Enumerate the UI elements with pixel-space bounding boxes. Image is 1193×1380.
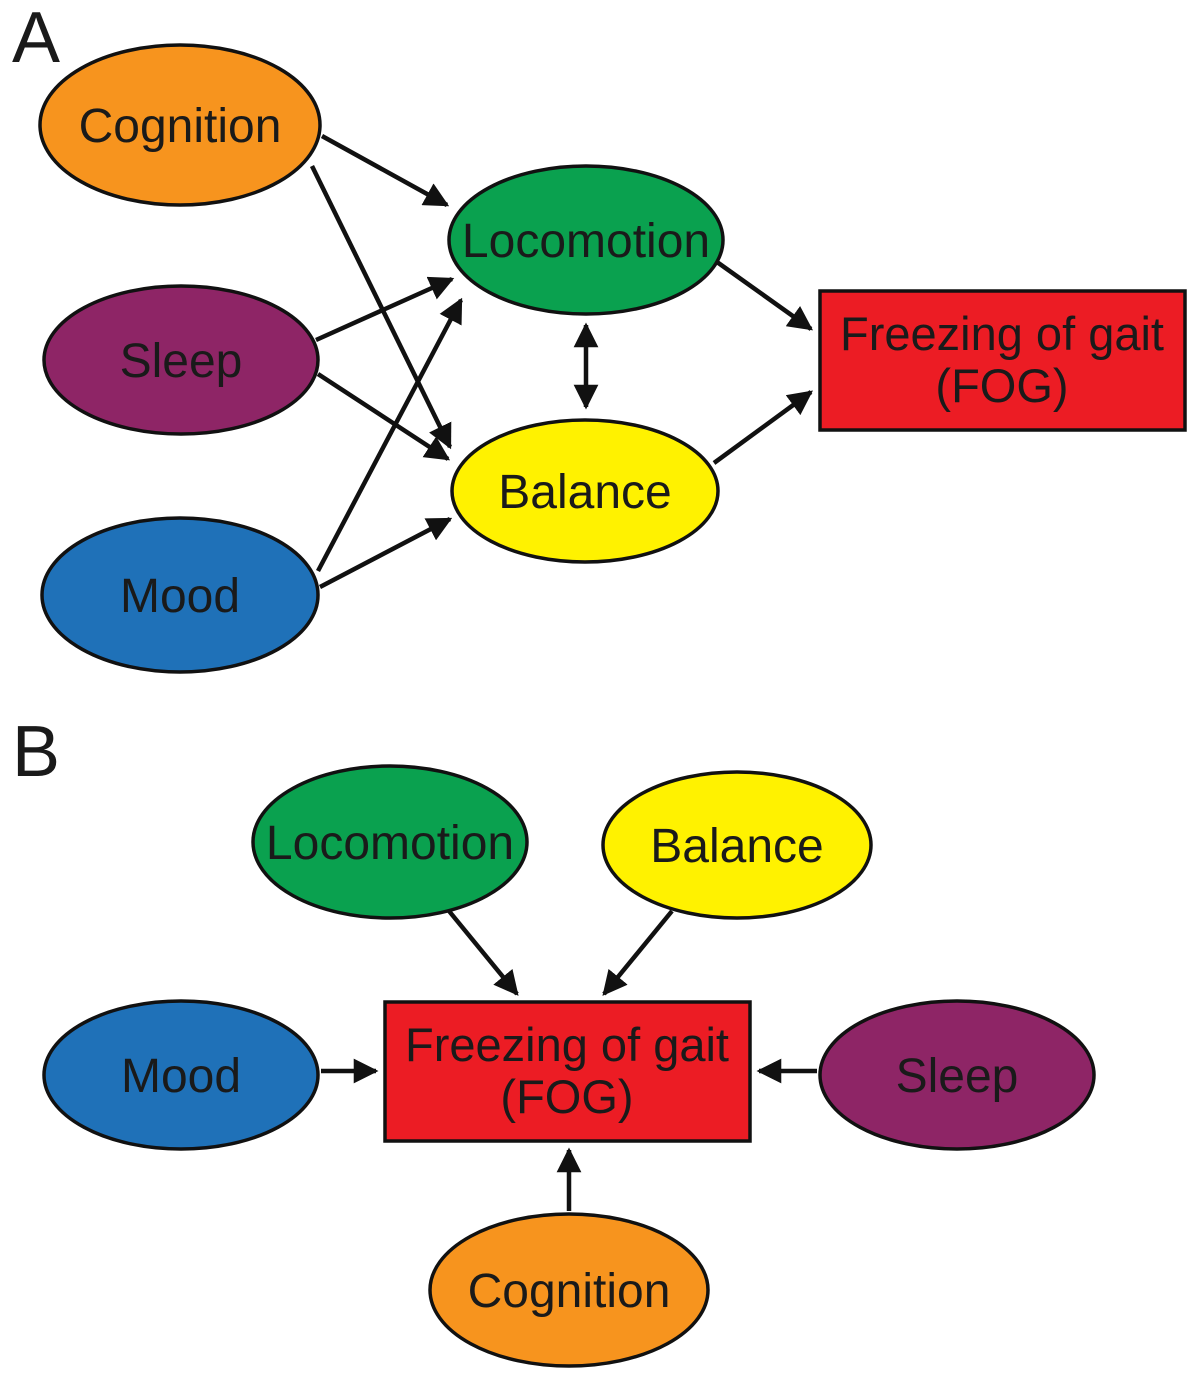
edge-a-cognition-locomotion [320,134,450,207]
locomotion-ellipse-b [251,764,529,920]
cognition-label-b: Cognition [468,1265,671,1318]
locomotion-label-a: Locomotion [462,215,710,268]
locomotion-label-b: Locomotion [266,817,514,870]
mood-label-a: Mood [120,570,240,623]
node-mood-b: Mood [42,999,320,1151]
edge-a-sleep-balance [316,372,451,461]
edge-a-balance-fog [712,390,813,465]
locomotion-ellipse-a [447,164,725,316]
cognition-label-a: Cognition [79,100,282,153]
fog-label-line1-b: Freezing of gait [405,1018,729,1071]
node-cognition-a: Cognition [38,43,322,207]
edge-b-balance-fog [602,909,674,996]
mood-ellipse-a [40,516,320,674]
cognition-ellipse-a [38,43,322,207]
edge-b-locomotion-fog [447,909,519,996]
node-locomotion-b: Locomotion [251,764,529,920]
edge-a-cognition-balance [309,165,453,450]
node-fog-b: Freezing of gait (FOG) [383,1000,752,1143]
fog-rect-b [383,1000,752,1143]
edge-a-locomotion-fog [715,260,814,331]
edge-a-mood-balance [318,517,453,589]
fog-label-line1-a: Freezing of gait [840,307,1164,360]
node-cognition-b: Cognition [428,1212,710,1368]
mood-ellipse-b [42,999,320,1151]
panel-a: A Cognition Sleep Mood Locomotion [12,0,1187,674]
panel-a-letter: A [12,0,60,78]
node-balance-b: Balance [601,770,873,920]
balance-label-b: Balance [650,820,823,873]
sleep-ellipse-a [42,284,320,436]
node-balance-a: Balance [450,418,720,564]
sleep-label-b: Sleep [896,1050,1019,1103]
fog-label-line2-b: (FOG) [500,1070,633,1123]
fog-label-line2-a: (FOG) [935,359,1068,412]
node-sleep-b: Sleep [818,999,1096,1151]
balance-label-a: Balance [498,466,671,519]
edge-a-sleep-locomotion [315,276,455,343]
node-mood-a: Mood [40,516,320,674]
sleep-ellipse-b [818,999,1096,1151]
node-sleep-a: Sleep [42,284,320,436]
balance-ellipse-a [450,418,720,564]
sleep-label-a: Sleep [120,335,243,388]
panel-b-letter: B [12,712,60,792]
panel-b: B Locomotion Balance Mood Sleep Cognitio… [12,712,1096,1368]
mood-label-b: Mood [121,1050,241,1103]
edge-a-mood-locomotion [316,297,463,573]
balance-ellipse-b [601,770,873,920]
node-locomotion-a: Locomotion [447,164,725,316]
fog-rect-a [818,289,1187,432]
cognition-ellipse-b [428,1212,710,1368]
node-fog-a: Freezing of gait (FOG) [818,289,1187,432]
